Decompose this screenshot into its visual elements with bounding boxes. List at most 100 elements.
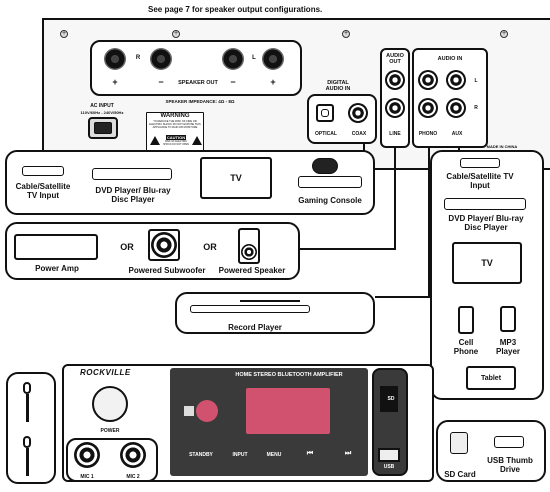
screw-icon: +	[500, 30, 508, 38]
menu-button[interactable]: MENU	[266, 452, 282, 458]
mp3-player-icon	[500, 306, 516, 332]
warning-label	[146, 112, 204, 152]
warning-title: WARNING	[160, 113, 190, 119]
optical-label: OPTICAL	[315, 131, 337, 137]
warning-triangle-icon	[192, 136, 202, 145]
line-label: LINE	[389, 131, 401, 137]
usb-drive-icon	[494, 436, 524, 448]
coax-label: COAX	[351, 131, 367, 137]
mic1-label: MIC 1	[80, 474, 94, 480]
caution-text: RISK OF ELECTRIC SHOCK DO NOT OPEN	[163, 140, 189, 146]
l-label: L	[474, 78, 478, 84]
usb-label: USB	[383, 464, 395, 470]
mic-1-jack[interactable]	[74, 442, 100, 468]
power-button[interactable]	[92, 386, 128, 422]
r-label: R	[474, 105, 478, 111]
plus-sign: +	[112, 77, 118, 87]
sd-label: SD	[387, 396, 395, 402]
record-player-box	[175, 292, 375, 334]
cable-box-icon	[460, 158, 500, 168]
cable-box-icon	[22, 166, 64, 176]
front-title: HOME STEREO BLUETOOTH AMPLIFIER	[235, 372, 343, 378]
made-in-label: MADE IN CHINA	[486, 144, 518, 149]
l-label: L	[252, 55, 256, 61]
power-amp-label: Power Amp	[35, 264, 79, 273]
tablet-icon: Tablet	[466, 366, 516, 390]
right-dvd-label: DVD Player/ Blu-ray Disc Player	[448, 214, 524, 232]
phono-jack-bottom[interactable]	[418, 98, 438, 118]
gaming-console-icon	[298, 176, 362, 188]
right-tv-label: TV	[481, 258, 493, 268]
tv-icon: TV	[452, 242, 522, 284]
connector-line	[375, 296, 430, 298]
connector-line	[394, 148, 396, 250]
minus-sign: −	[230, 77, 236, 87]
microphones-box	[6, 372, 56, 484]
input-button[interactable]: INPUT	[232, 452, 248, 458]
cell-phone-icon	[458, 306, 474, 334]
speaker-post-l-plus[interactable]	[262, 48, 284, 70]
speaker-cone-icon	[241, 244, 257, 260]
lcd-display	[246, 388, 330, 434]
speaker-post-l-minus[interactable]	[222, 48, 244, 70]
ac-socket-inner	[94, 122, 112, 134]
dvd-player-icon	[92, 168, 172, 180]
power-label: POWER	[100, 428, 120, 434]
coax-port[interactable]	[348, 103, 368, 123]
speaker-post-r-minus[interactable]	[150, 48, 172, 70]
tablet-label: Tablet	[480, 374, 502, 382]
sd-card-icon	[450, 432, 468, 454]
screw-icon: +	[342, 30, 350, 38]
record-player-icon	[190, 305, 310, 313]
speaker-impedance: SPEAKER IMPEDANCE: 4Ω - 8Ω	[165, 99, 235, 104]
subwoofer-label: Powered Subwoofer	[128, 266, 206, 275]
dvd-player-icon	[444, 198, 526, 210]
ac-rating: 110V/60Hz - 240V/50Hz	[80, 110, 124, 115]
mp3-label: MP3 Player	[495, 338, 521, 356]
ac-input-label: AC INPUT	[90, 103, 114, 109]
optical-port-inner	[321, 109, 329, 117]
record-player-label: Record Player	[228, 323, 282, 332]
line-out-jack-top[interactable]	[385, 70, 405, 90]
game-controller-icon	[312, 158, 338, 174]
microphone-handle-icon	[26, 448, 29, 476]
microphone-icon	[23, 382, 31, 394]
audio-out-label: AUDIO OUT	[386, 53, 404, 65]
prev-button[interactable]: ⏮	[306, 450, 314, 457]
phono-jack-top[interactable]	[418, 70, 438, 90]
aux-jack-bottom[interactable]	[446, 98, 466, 118]
connector-line	[300, 248, 396, 250]
microphone-icon	[23, 436, 31, 448]
mic-2-jack[interactable]	[120, 442, 146, 468]
or-label: OR	[120, 242, 134, 252]
plus-sign: +	[270, 77, 276, 87]
phono-label: PHONO	[418, 131, 438, 137]
subwoofer-cone-icon	[151, 232, 177, 258]
minus-sign: −	[158, 77, 164, 87]
header-note: See page 7 for speaker output configurat…	[148, 5, 323, 14]
usb-drive-label: USB Thumb Drive	[487, 456, 533, 474]
warning-text: TO REDUCE THE RISK OF FIRE OR ELECTRIC S…	[149, 120, 201, 129]
mic2-label: MIC 2	[126, 474, 140, 480]
aux-label: AUX	[451, 131, 463, 137]
speaker-post-r-plus[interactable]	[104, 48, 126, 70]
sd-slot[interactable]	[380, 386, 398, 412]
usb-slot[interactable]	[378, 448, 400, 462]
tonearm-icon	[240, 300, 300, 302]
tv-label: TV	[230, 173, 242, 183]
right-cable-label: Cable/Satellite TV Input	[446, 172, 514, 190]
volume-knob[interactable]	[196, 400, 218, 422]
bluetooth-indicator-icon	[184, 406, 194, 416]
standby-button[interactable]: STANDBY	[189, 452, 213, 458]
audio-in-label: AUDIO IN	[437, 56, 463, 62]
microphone-handle-icon	[26, 394, 29, 422]
r-label: R	[135, 55, 141, 61]
connector-line	[363, 144, 365, 154]
speaker-out-label: SPEAKER OUT	[178, 80, 218, 86]
digital-audio-in-label: DIGITAL AUDIO IN	[325, 80, 351, 92]
aux-jack-top[interactable]	[446, 70, 466, 90]
next-button[interactable]: ⏭	[344, 450, 352, 457]
sd-card-label: SD Card	[444, 470, 476, 479]
caution-title: CAUTION	[166, 135, 186, 140]
line-out-jack-bottom[interactable]	[385, 98, 405, 118]
